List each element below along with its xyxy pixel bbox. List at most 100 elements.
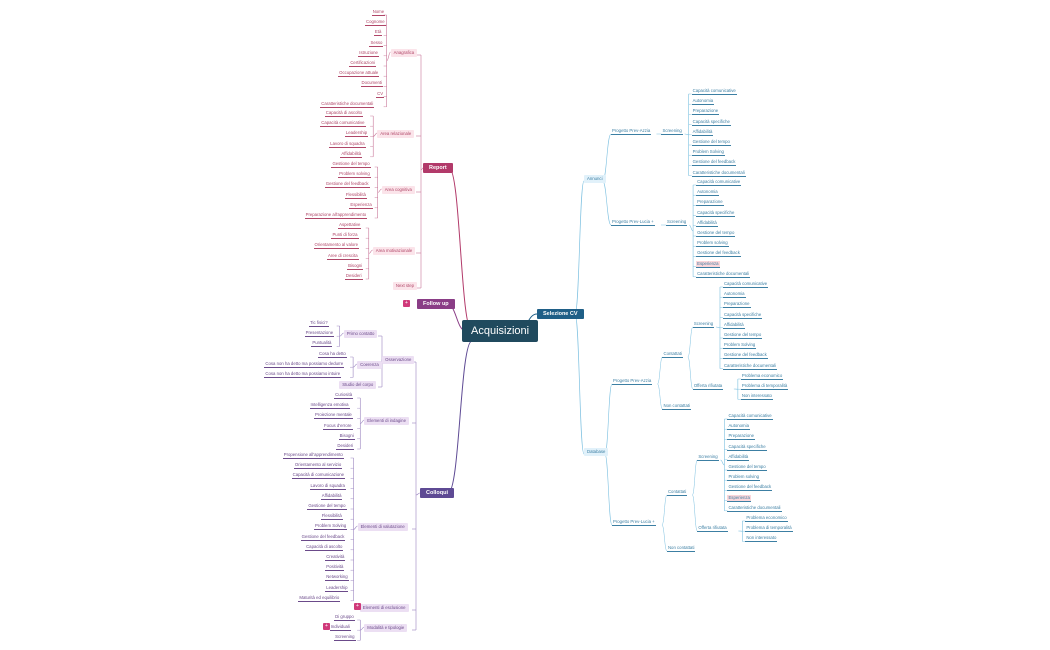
report-area-relazionale-item[interactable]: Lavoro di squadra [329, 140, 366, 148]
report-area-motivazionale-item[interactable]: Orientamento al valore [313, 242, 360, 250]
colloqui-elementi-indagine[interactable]: Elementi di indagine [364, 417, 409, 425]
colloqui-elementi-valutazione-item[interactable]: Affidabilità [320, 492, 343, 500]
colloqui-coerenza[interactable]: Coerenza [357, 361, 382, 369]
colloqui-elementi-indagine-item[interactable]: Curiosità [334, 392, 354, 399]
report-area-relazionale-item[interactable]: Affidabilità [340, 150, 363, 158]
colloqui-modalita-tipologie-item[interactable]: Di gruppo [334, 614, 355, 621]
report-area-cognitiva-item[interactable]: Gestione del feedback [324, 181, 370, 189]
report-area-cognitiva-item[interactable]: Gestione del tempo [331, 161, 371, 168]
database-pl-offerta-rifiutata-item[interactable]: Problema economico [745, 515, 788, 522]
database-pl-screening-item[interactable]: Caratteristiche documentali [727, 504, 782, 512]
database-pa-screening-item[interactable]: Autonomia [722, 291, 746, 299]
colloqui-elementi-valutazione-item[interactable]: Gestione del tempo [307, 503, 347, 510]
report-anagrafica-item[interactable]: Nome [371, 9, 386, 16]
report-anagrafica-item[interactable]: Caratteristiche documentali [320, 100, 375, 108]
annunci-pl-screening-item[interactable]: Capacità comunicative [696, 179, 742, 186]
annunci-progetto-prev-azzia[interactable]: Progetto Prev-Azzia [611, 128, 652, 135]
database-pa-screening-item[interactable]: Preparazione [722, 301, 751, 309]
colloqui-primo-contatto-item[interactable]: Tic fisici? [309, 320, 329, 327]
colloqui-coerenza-item[interactable]: Cosa non ha detto ma possiamo intuire [264, 371, 342, 379]
selezione-annunci[interactable]: Annunci [584, 175, 606, 183]
database-pl-screening-item[interactable]: Esperienza [727, 494, 751, 502]
colloqui-osservazione[interactable]: Osservazione [382, 356, 415, 364]
database-pl-screening[interactable]: Screening [697, 454, 719, 461]
database-pl-offerta-rifiutata-item[interactable]: Problema di temporalità [745, 525, 793, 533]
database-pa-screening-item[interactable]: Gestione del feedback [722, 352, 768, 360]
colloqui-modalita-tipologie-item[interactable]: Individuali [329, 624, 351, 632]
colloqui-elementi-indagine-item[interactable]: Desideri [336, 443, 355, 450]
report-area-cognitiva-item[interactable]: Flessibilità [344, 191, 367, 199]
colloqui-elementi-valutazione-item[interactable]: Gestione del feedback [300, 533, 346, 541]
colloqui-elementi-valutazione-item[interactable]: Lavoro di squadra [309, 482, 346, 490]
colloqui-elementi-indagine-item[interactable]: Proiezione mentale [314, 412, 353, 420]
esclusione-expand-button[interactable]: + [354, 603, 361, 610]
database-progetto-prev-azzia[interactable]: Progetto Prev-Azzia [612, 378, 653, 385]
report-area-relazionale-item[interactable]: Capacità comunicative [320, 120, 366, 128]
database-pa-screening-item[interactable]: Caratteristiche documentali [722, 362, 778, 370]
annunci-pa-screening-item[interactable]: Problem Solving [691, 149, 725, 157]
database-pa-screening-item[interactable]: Affidabilità [722, 321, 745, 329]
annunci-pa-screening[interactable]: Screening [661, 128, 683, 135]
report-anagrafica-item[interactable]: Occupazione attuale [338, 70, 380, 78]
database-pl-screening-item[interactable]: Problem solving [727, 474, 761, 482]
report-area-cognitiva[interactable]: Area cognitiva [381, 186, 415, 194]
report-area-cognitiva-item[interactable]: Esperienza [349, 201, 373, 209]
database-pl-screening-item[interactable]: Gestione del tempo [727, 464, 767, 471]
database-pa-screening-item[interactable]: Gestione del tempo [722, 332, 763, 339]
report-area-relazionale[interactable]: Area relazionale [377, 130, 415, 138]
annunci-pa-screening-item[interactable]: Affidabilità [691, 128, 714, 136]
modalita-expand-button[interactable]: + [323, 623, 330, 630]
colloqui-elementi-indagine-item[interactable]: Bisogni [338, 432, 355, 440]
annunci-pl-screening-item[interactable]: Caratteristiche documentali [696, 270, 751, 278]
report-anagrafica-item[interactable]: Certificazioni [349, 60, 376, 67]
colloqui-elementi-valutazione-item[interactable]: Flessibilità [320, 513, 343, 521]
annunci-pl-screening-item[interactable]: Capacità specifiche [696, 209, 736, 217]
report-area-motivazionale-item[interactable]: Bisogni [347, 262, 364, 270]
report-area-relazionale-item[interactable]: Leadership [344, 130, 369, 138]
report-area-relazionale-item[interactable]: Capacità di ascolto [324, 110, 364, 117]
database-pl-contattati[interactable]: Contattati [666, 489, 688, 496]
database-pa-screening-item[interactable]: Capacità specifiche [722, 311, 763, 319]
colloqui-elementi-valutazione-item[interactable]: Capacità di ascolto [305, 543, 344, 551]
report-area-motivazionale-item[interactable]: Aree di crescita [326, 252, 359, 260]
colloqui-elementi-valutazione-item[interactable]: Leadership [325, 584, 349, 592]
report-next-step[interactable]: Next step [392, 282, 418, 290]
colloqui-elementi-indagine-item[interactable]: Focus d'errore [322, 422, 353, 430]
colloqui-elementi-valutazione-item[interactable]: Positività [325, 564, 345, 572]
database-pl-non-contattati[interactable]: Non contattati [666, 545, 696, 552]
annunci-pa-screening-item[interactable]: Gestione del tempo [691, 139, 731, 146]
database-pl-screening-item[interactable]: Autonomia [727, 423, 750, 431]
annunci-pl-screening-item[interactable]: Preparazione [696, 199, 724, 207]
database-pl-screening-item[interactable]: Capacità comunicative [727, 413, 773, 420]
followup-node[interactable]: Follow up [417, 299, 455, 309]
database-pa-non-contattati[interactable]: Non contattati [662, 403, 691, 410]
annunci-pa-screening-item[interactable]: Autonomia [691, 98, 715, 106]
report-anagrafica-item[interactable]: Cognome [364, 19, 386, 27]
colloqui-elementi-indagine-item[interactable]: Intelligenza emotiva [309, 402, 350, 410]
report-area-cognitiva-item[interactable]: Preparazione all'apprendimento [304, 212, 368, 219]
report-area-motivazionale-item[interactable]: Aspettative [338, 222, 362, 229]
colloqui-primo-contatto-item[interactable]: Puntualità [311, 340, 333, 348]
report-node[interactable]: Report [423, 163, 453, 173]
followup-expand-button[interactable]: + [403, 300, 410, 307]
colloqui-elementi-esclusione[interactable]: Elementi di esclusione [359, 604, 409, 612]
database-pl-offerta-rifiutata[interactable]: Offerta rifiutata [697, 525, 728, 532]
colloqui-elementi-valutazione-item[interactable]: Propensione all'apprendimento [282, 452, 344, 459]
colloqui-coerenza-item[interactable]: Cosa ha detto [318, 351, 347, 358]
report-anagrafica-item[interactable]: CV [376, 90, 385, 98]
colloqui-primo-contatto-item[interactable]: Presentazione [304, 330, 335, 338]
report-area-cognitiva-item[interactable]: Problem solving [338, 171, 371, 179]
annunci-pl-screening-item[interactable]: Problem solving [696, 240, 729, 248]
database-pa-offerta-rifiutata-item[interactable]: Problema di temporalità [740, 383, 789, 391]
annunci-pa-screening-item[interactable]: Capacità comunicative [691, 88, 737, 95]
colloqui-elementi-valutazione-item[interactable]: Capacità di comunicazione [291, 472, 346, 480]
database-progetto-prev-lucia[interactable]: Progetto Prev-Lucia + [612, 519, 656, 526]
annunci-pa-screening-item[interactable]: Preparazione [691, 108, 720, 116]
colloqui-elementi-valutazione-item[interactable]: Maturità ed equilibrio [298, 594, 341, 602]
database-pl-screening-item[interactable]: Capacità specifiche [727, 443, 767, 451]
report-anagrafica-item[interactable]: Età [373, 29, 383, 37]
database-pl-screening-item[interactable]: Preparazione [727, 433, 755, 441]
colloqui-primo-contatto[interactable]: Primo contatto [343, 330, 378, 338]
report-anagrafica-item[interactable]: Istruzione [358, 49, 379, 57]
database-pa-screening[interactable]: Screening [692, 321, 715, 328]
